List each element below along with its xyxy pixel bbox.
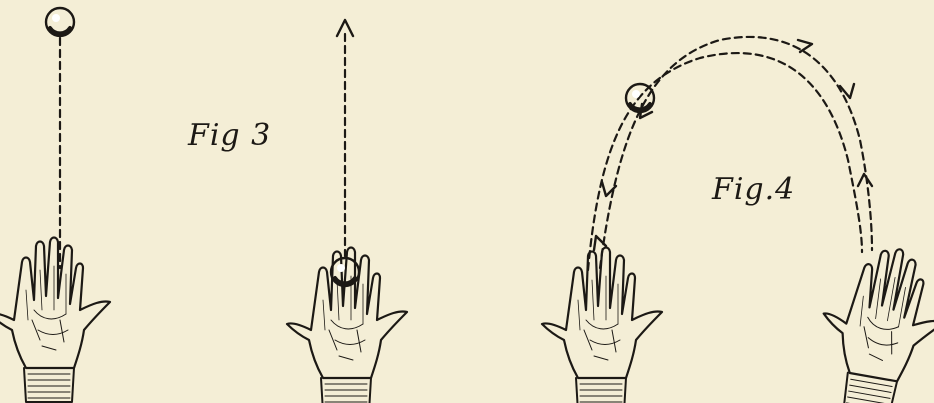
hand-icon [287, 248, 407, 403]
hand-icon [0, 238, 110, 403]
fig3-left-toss [0, 8, 110, 402]
hand-icon [542, 248, 662, 403]
arc-path-outer [600, 37, 872, 268]
arrow-icon [858, 174, 872, 186]
fig3-right-toss [287, 20, 407, 403]
ball-icon [46, 8, 74, 36]
arrow-icon [798, 40, 812, 52]
arc-path-inner [588, 53, 862, 270]
fig4-arc [542, 37, 934, 403]
figure-4-label: Fig.4 [712, 172, 795, 207]
figure-3-label: Fig 3 [188, 118, 271, 153]
hand-icon [808, 238, 934, 403]
